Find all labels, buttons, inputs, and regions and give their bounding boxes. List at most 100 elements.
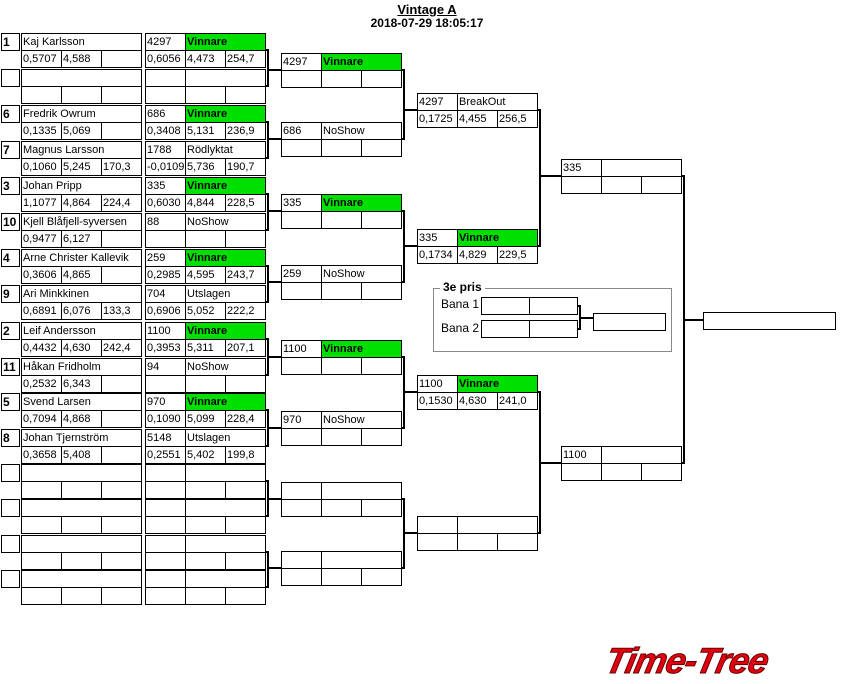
lane1-field-b[interactable] (529, 297, 578, 315)
round3-result-speed: 229,5 (497, 246, 538, 264)
reaction-time (21, 587, 62, 605)
semifinal-result-reaction-time (561, 463, 602, 481)
speed (101, 587, 142, 605)
speed (101, 122, 142, 140)
elapsed-time (61, 516, 102, 534)
semifinal-result-number: 1100 (561, 446, 602, 464)
round1-result-number: 335 (145, 177, 186, 195)
reaction-time: 0,5707 (21, 50, 62, 68)
seed-number: 10 (1, 213, 20, 231)
round2-result-elapsed-time (321, 139, 362, 157)
lane1-field-a[interactable] (481, 297, 530, 315)
round1-result-number (145, 499, 186, 517)
speed (101, 481, 142, 499)
round1-result-speed (225, 230, 266, 248)
round1-result-elapsed-time: 5,311 (185, 339, 226, 357)
lane2-field-a[interactable] (481, 320, 530, 338)
third-place-result[interactable] (593, 313, 666, 331)
seed-number: 3 (1, 177, 20, 195)
elapsed-time: 4,868 (61, 410, 102, 428)
driver-name[interactable]: Svend Larsen (21, 393, 142, 411)
final-result-field[interactable] (703, 312, 836, 330)
round3-result-status: Vinnare (457, 229, 538, 247)
round1-result-number: 88 (145, 213, 186, 231)
round1-result-speed: 228,5 (225, 194, 266, 212)
round2-result-number: 1100 (281, 340, 322, 358)
round1-result-status: Utslagen (185, 429, 266, 447)
round1-result-number: 970 (145, 393, 186, 411)
third-place-label: 3e pris (440, 280, 485, 294)
round1-result-reaction-time (145, 516, 186, 534)
round1-result-speed (225, 481, 266, 499)
round3-result-speed: 241,0 (497, 392, 538, 410)
speed: 133,3 (101, 302, 142, 320)
driver-name[interactable]: Kjell Blåfjell-syversen (21, 213, 142, 231)
round1-result-elapsed-time (185, 230, 226, 248)
round1-result-status: NoShow (185, 358, 266, 376)
seed-number: 1 (1, 33, 20, 51)
semifinal-result-elapsed-time (601, 463, 642, 481)
round1-result-elapsed-time: 5,736 (185, 158, 226, 176)
round1-result-reaction-time: 0,3408 (145, 122, 186, 140)
semifinal-result-status (601, 159, 682, 177)
driver-name[interactable] (21, 464, 142, 482)
round1-result-speed: 228,4 (225, 410, 266, 428)
driver-name[interactable]: Ari Minkkinen (21, 285, 142, 303)
driver-name[interactable]: Johan Tjernström (21, 429, 142, 447)
speed (101, 375, 142, 393)
round2-result-speed (361, 568, 402, 586)
round1-result-status: Rödlyktat (185, 141, 266, 159)
reaction-time: 0,4432 (21, 339, 62, 357)
round1-result-elapsed-time (185, 86, 226, 104)
round1-result-elapsed-time (185, 375, 226, 393)
round2-result-reaction-time (281, 211, 322, 229)
round3-result-elapsed-time: 4,455 (457, 110, 498, 128)
reaction-time: 0,3658 (21, 446, 62, 464)
round1-result-speed: 207,1 (225, 339, 266, 357)
semifinal-result-reaction-time (561, 176, 602, 194)
round1-result-status (185, 464, 266, 482)
datetime: 2018-07-29 18:05:17 (370, 16, 484, 30)
driver-name[interactable] (21, 570, 142, 588)
round2-result-reaction-time (281, 357, 322, 375)
driver-name[interactable]: Leif Andersson (21, 322, 142, 340)
driver-name[interactable]: Arne Christer Kallevik (21, 249, 142, 267)
round1-result-elapsed-time: 4,844 (185, 194, 226, 212)
driver-name[interactable]: Kaj Karlsson (21, 33, 142, 51)
round1-result-number: 1100 (145, 322, 186, 340)
speed (101, 552, 142, 570)
round1-result-speed: 243,7 (225, 266, 266, 284)
driver-name[interactable] (21, 535, 142, 553)
driver-name[interactable]: Magnus Larsson (21, 141, 142, 159)
seed-number: 9 (1, 285, 20, 303)
seed-number (1, 464, 20, 482)
round2-result-elapsed-time (321, 499, 362, 517)
lane2-field-b[interactable] (529, 320, 578, 338)
round1-result-speed (225, 516, 266, 534)
round1-result-elapsed-time: 5,099 (185, 410, 226, 428)
round2-result-status: NoShow (321, 122, 402, 140)
seed-number (1, 499, 20, 517)
round2-result-elapsed-time (321, 428, 362, 446)
third-place-group (433, 288, 672, 352)
reaction-time: 0,7094 (21, 410, 62, 428)
elapsed-time: 6,127 (61, 230, 102, 248)
driver-name[interactable] (21, 69, 142, 87)
driver-name[interactable] (21, 499, 142, 517)
round2-result-number: 970 (281, 411, 322, 429)
round3-result-speed (497, 533, 538, 551)
driver-name[interactable]: Håkan Fridholm (21, 358, 142, 376)
elapsed-time: 4,630 (61, 339, 102, 357)
round1-result-status: Vinnare (185, 249, 266, 267)
seed-number: 5 (1, 393, 20, 411)
round1-result-elapsed-time: 5,131 (185, 122, 226, 140)
round2-result-number: 686 (281, 122, 322, 140)
round2-result-elapsed-time (321, 357, 362, 375)
round1-result-elapsed-time (185, 587, 226, 605)
round1-result-speed: 190,7 (225, 158, 266, 176)
driver-name[interactable]: Johan Pripp (21, 177, 142, 195)
time-tree-logo: Time-Tree (601, 640, 773, 682)
round1-result-reaction-time: 0,3953 (145, 339, 186, 357)
driver-name[interactable]: Fredrik Owrum (21, 105, 142, 123)
round3-result-number: 335 (417, 229, 458, 247)
